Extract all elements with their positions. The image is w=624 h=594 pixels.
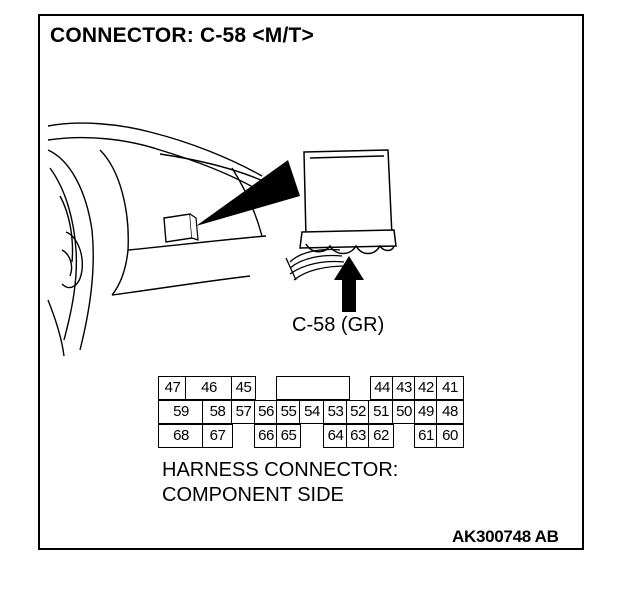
pin-66: 66: [254, 424, 278, 448]
caption-harness-connector: HARNESS CONNECTOR:: [162, 459, 399, 481]
ecu-unit: [299, 149, 397, 255]
pin-53: 53: [323, 400, 348, 424]
figure-code: AK300748 AB: [452, 527, 559, 546]
connector-pin-grid: 47 46 45 44 43 42 41 59 58 57 56 55 54 5…: [158, 376, 464, 448]
pin-41: 41: [436, 376, 464, 400]
diagram-title: CONNECTOR: C-58 <M/T>: [50, 24, 315, 47]
pin-58: 58: [202, 400, 233, 424]
pin-62: 62: [368, 424, 394, 448]
pin-50: 50: [392, 400, 416, 424]
pin-64: 64: [323, 424, 348, 448]
pin-45: 45: [231, 376, 256, 400]
pin-48: 48: [436, 400, 464, 424]
pin-56: 56: [254, 400, 278, 424]
arrow-up-icon: [334, 256, 364, 312]
connector-label: C-58 (GR): [292, 314, 385, 336]
pin-49: 49: [414, 400, 438, 424]
pin-68: 68: [158, 424, 204, 448]
pin-43: 43: [392, 376, 416, 400]
pin-52: 52: [346, 400, 370, 424]
wire-harness: [285, 248, 347, 281]
pin-63: 63: [346, 424, 370, 448]
pin-51: 51: [368, 400, 394, 424]
pin-65: 65: [276, 424, 301, 448]
pin-54: 54: [299, 400, 325, 424]
pin-44: 44: [370, 376, 394, 400]
pin-61: 61: [414, 424, 438, 448]
pin-67: 67: [202, 424, 233, 448]
pin-46: 46: [185, 376, 233, 400]
pin-55: 55: [276, 400, 301, 424]
pin-57: 57: [231, 400, 256, 424]
pin-59: 59: [158, 400, 204, 424]
caption-component-side: COMPONENT SIDE: [162, 484, 344, 506]
pin-47: 47: [158, 376, 187, 400]
callout-wedge: [196, 160, 300, 226]
pin-60: 60: [436, 424, 464, 448]
connector-lock-tab: [276, 376, 350, 400]
ecu-location-marker: [163, 213, 199, 243]
diagram-frame: [38, 14, 584, 550]
dashboard-outline: [47, 122, 271, 357]
pin-42: 42: [414, 376, 438, 400]
